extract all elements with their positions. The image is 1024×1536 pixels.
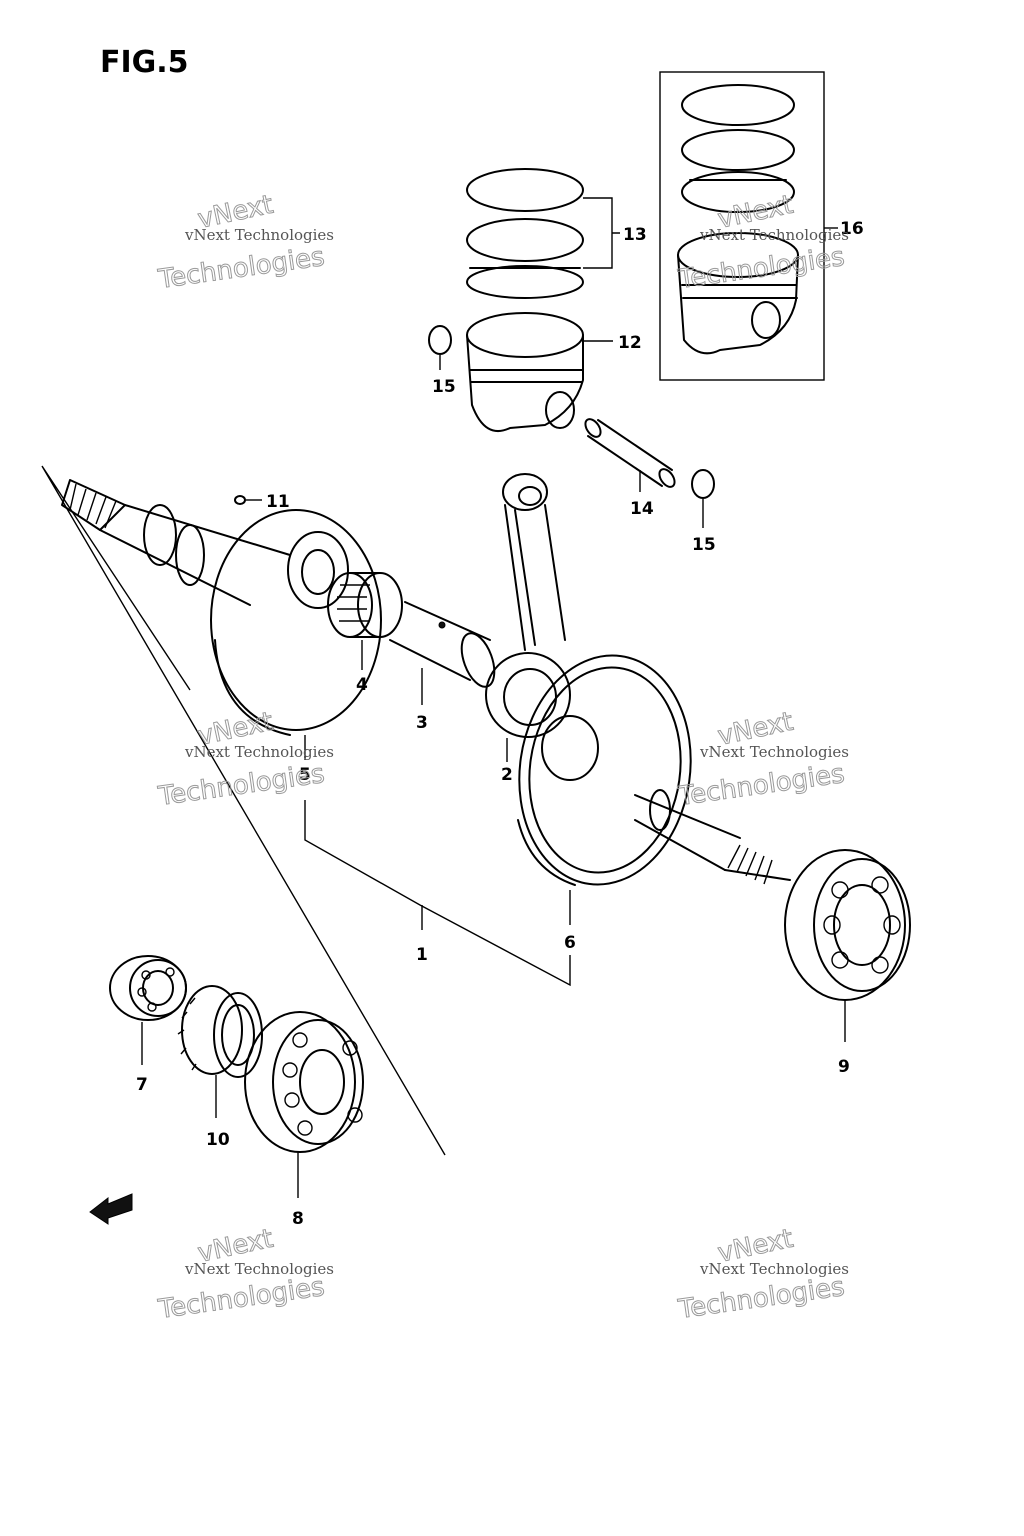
callout-14: 14: [630, 499, 654, 519]
watermark-top-right: vNext vNext Technologies Technologies: [675, 189, 849, 295]
callout-13: 13: [623, 225, 647, 245]
svg-text:vNext Technologies: vNext Technologies: [699, 743, 849, 761]
callout-16: 16: [840, 219, 864, 239]
bearing-large: [244, 1011, 364, 1153]
circlip-right: [691, 469, 715, 499]
piston-set-box: [659, 71, 825, 381]
callout-2: 2: [501, 765, 513, 785]
watermark-top-left: vNext vNext Technologies Technologies: [155, 189, 334, 295]
svg-text:Technologies: Technologies: [676, 759, 847, 812]
callout-8: 8: [292, 1209, 304, 1229]
bearing-small: [109, 955, 187, 1021]
assembly-triangle: [41, 465, 446, 1156]
piston: [466, 312, 584, 433]
svg-text:Technologies: Technologies: [676, 1272, 847, 1325]
bearing-right: [784, 849, 911, 1001]
watermark-mid-right: vNext vNext Technologies Technologies: [675, 706, 849, 812]
svg-text:vNext Technologies: vNext Technologies: [699, 1260, 849, 1278]
woodruff-key: [234, 495, 262, 505]
svg-text:Technologies: Technologies: [676, 242, 847, 295]
callout-9: 9: [838, 1057, 850, 1077]
svg-text:Technologies: Technologies: [156, 1272, 327, 1325]
watermark-mid-left: vNext vNext Technologies Technologies: [155, 706, 334, 812]
front-direction-arrow-icon: [89, 1193, 133, 1225]
needle-bearing: [327, 572, 403, 638]
callout-4: 4: [356, 675, 368, 695]
callout-3: 3: [416, 713, 428, 733]
oil-seal: [177, 985, 263, 1078]
svg-text:vNext Technologies: vNext Technologies: [184, 743, 334, 761]
callout-5: 5: [299, 765, 311, 785]
piston-set-piston: [677, 232, 799, 355]
watermark-bottom-right: vNext vNext Technologies Technologies: [675, 1223, 849, 1325]
crankshaft-left: [61, 479, 382, 736]
figure-title: FIG.5: [100, 45, 189, 80]
crank-pin: [389, 601, 496, 688]
callout-15-left: 15: [432, 377, 456, 397]
callout-1: 1: [416, 945, 428, 965]
callout-11: 11: [266, 492, 290, 512]
circlip-left: [428, 325, 452, 355]
piston-rings: [466, 168, 584, 299]
callout-7: 7: [136, 1075, 148, 1095]
leader-13: [583, 197, 620, 269]
callout-10: 10: [206, 1130, 230, 1150]
svg-text:Technologies: Technologies: [156, 759, 327, 812]
callout-15-right: 15: [692, 535, 716, 555]
watermark-bottom-left: vNext vNext Technologies Technologies: [155, 1223, 334, 1325]
piston-pin: [584, 418, 676, 488]
crankshaft-right: [517, 654, 791, 886]
svg-text:vNext Technologies: vNext Technologies: [184, 226, 334, 244]
svg-text:Technologies: Technologies: [156, 242, 327, 295]
svg-text:vNext Technologies: vNext Technologies: [699, 226, 849, 244]
svg-text:vNext Technologies: vNext Technologies: [184, 1260, 334, 1278]
piston-set-rings: [681, 84, 795, 213]
leader-1-bracket: [304, 800, 571, 987]
callout-12: 12: [618, 333, 642, 353]
callout-6: 6: [564, 933, 576, 953]
